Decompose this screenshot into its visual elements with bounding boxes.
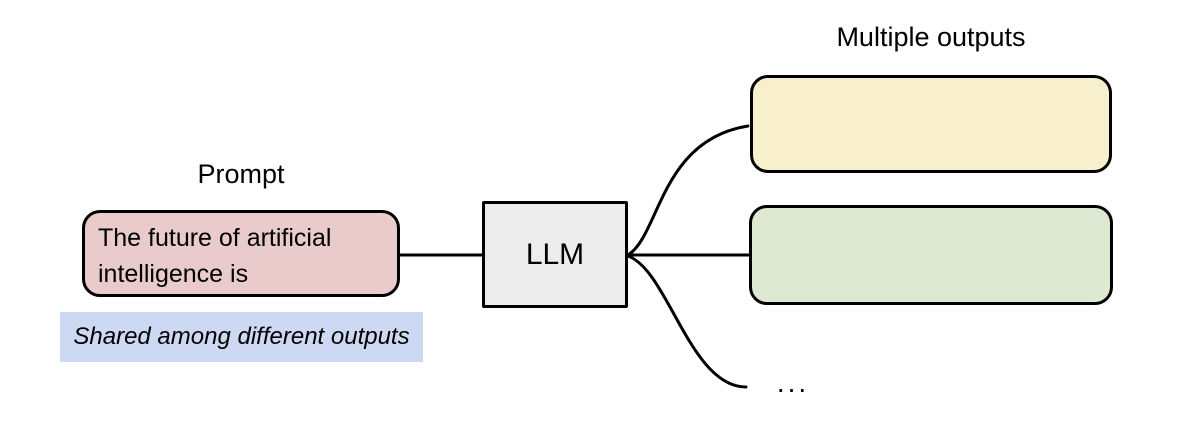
output-box-1: [750, 75, 1112, 173]
connector-llm-to-output-1: [626, 124, 750, 257]
more-outputs-ellipsis: ...: [776, 367, 810, 398]
prompt-box: The future of artificial intelligence is: [82, 210, 400, 297]
prompt-text: The future of artificial intelligence is: [98, 224, 332, 288]
connector-llm-to-ellipsis: [626, 254, 748, 389]
multiple-outputs-label: Multiple outputs: [836, 22, 1026, 52]
output-box-2: [749, 205, 1113, 305]
llm-box: LLM: [482, 201, 628, 308]
shared-note: Shared among different outputs: [60, 312, 423, 362]
prompt-label: Prompt: [197, 159, 285, 189]
